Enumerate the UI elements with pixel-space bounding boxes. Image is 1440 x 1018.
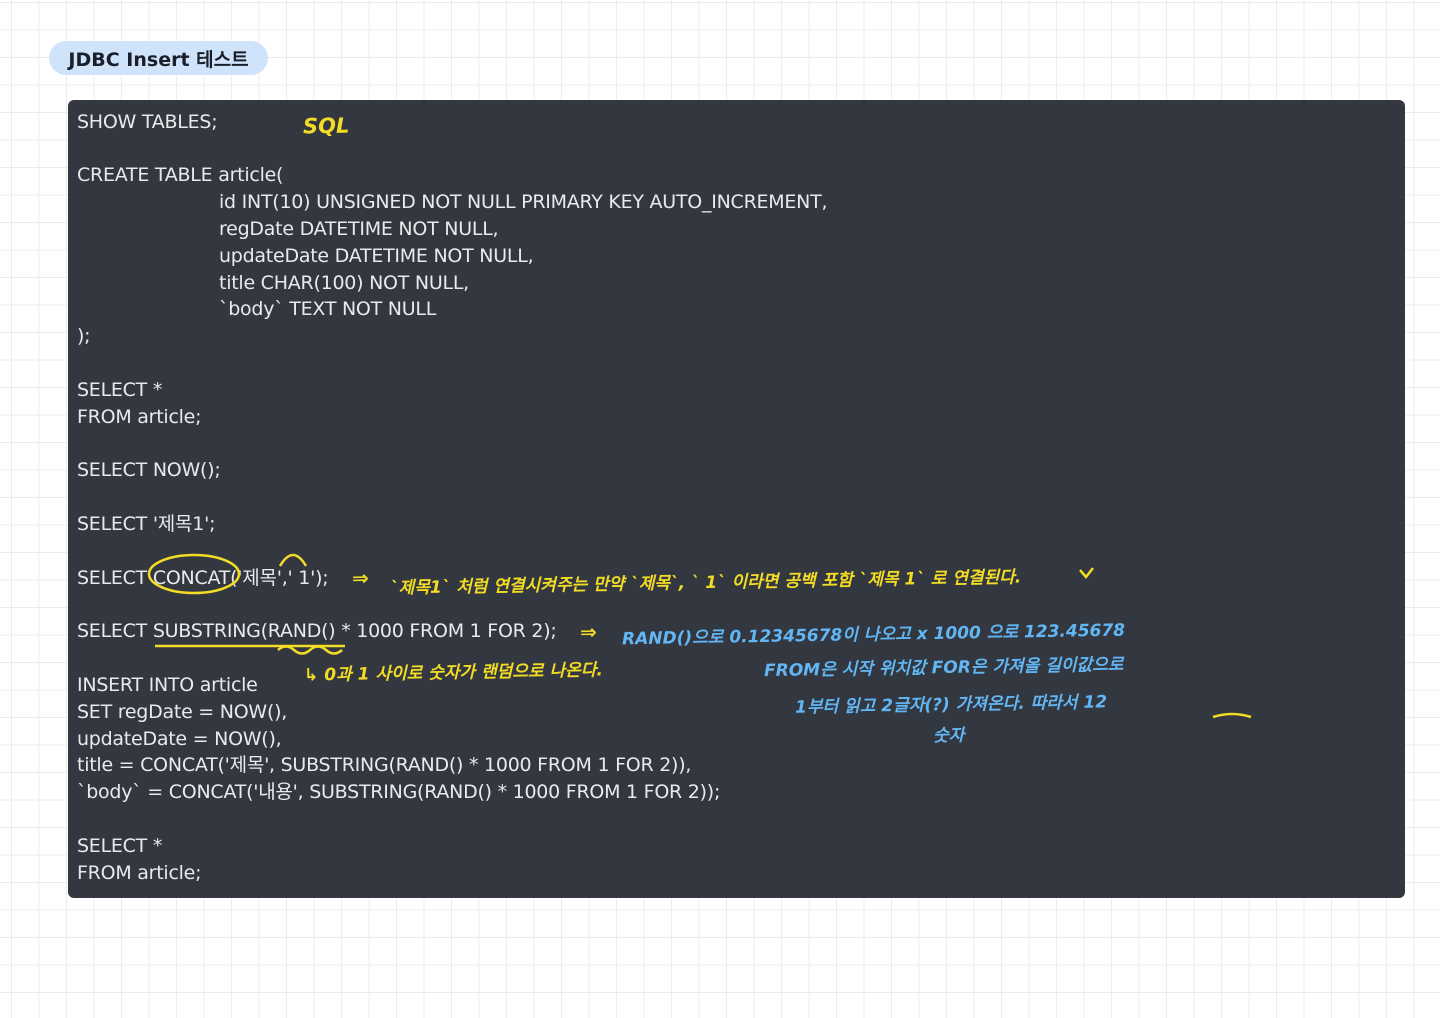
code-line: FROM article;	[77, 406, 202, 428]
code-line: SELECT '제목1';	[77, 513, 216, 535]
code-line: SELECT NOW();	[77, 459, 221, 481]
sql-annotation: SQL	[302, 113, 350, 139]
code-line: id INT(10) UNSIGNED NOT NULL PRIMARY KEY…	[219, 191, 828, 213]
code-line: `body` = CONCAT('내용', SUBSTRING(RAND() *…	[77, 781, 721, 803]
code-line: );	[77, 325, 91, 347]
code-line: title = CONCAT('제목', SUBSTRING(RAND() * …	[77, 754, 692, 776]
code-line: FROM article;	[77, 862, 202, 884]
code-line: SET regDate = NOW(),	[77, 701, 288, 723]
code-block	[68, 100, 1405, 898]
code-line: SELECT SUBSTRING(RAND() * 1000 FROM 1 FO…	[77, 620, 557, 642]
code-line: updateDate DATETIME NOT NULL,	[219, 245, 534, 267]
code-line: INSERT INTO article	[77, 674, 258, 696]
twelve-underline	[1212, 712, 1252, 719]
code-line: SELECT *	[77, 379, 163, 401]
code-line: SHOW TABLES;	[77, 111, 218, 133]
space-mark-small	[1079, 567, 1094, 579]
code-line: CREATE TABLE article(	[77, 164, 284, 186]
rand-squiggle	[277, 645, 343, 655]
code-line: regDate DATETIME NOT NULL,	[219, 218, 499, 240]
random-annotation: ↳ 0과 1 사이로 숫자가 랜덤으로 나온다.	[303, 660, 604, 686]
arrow-icon: ⇒	[351, 565, 369, 591]
code-line: updateDate = NOW(),	[77, 728, 282, 750]
arrow-icon: ⇒	[579, 619, 597, 645]
code-line: SELECT *	[77, 835, 163, 857]
page-title: JDBC Insert 테스트	[49, 41, 268, 75]
code-line: `body` TEXT NOT NULL	[219, 298, 437, 320]
space-arc	[278, 553, 308, 567]
code-line: title CHAR(100) NOT NULL,	[219, 272, 469, 294]
concat-circle	[147, 553, 241, 595]
rand-annotation-4: 숫자	[932, 725, 965, 747]
code-line: SELECT CONCAT('제목',' 1');	[77, 567, 329, 589]
